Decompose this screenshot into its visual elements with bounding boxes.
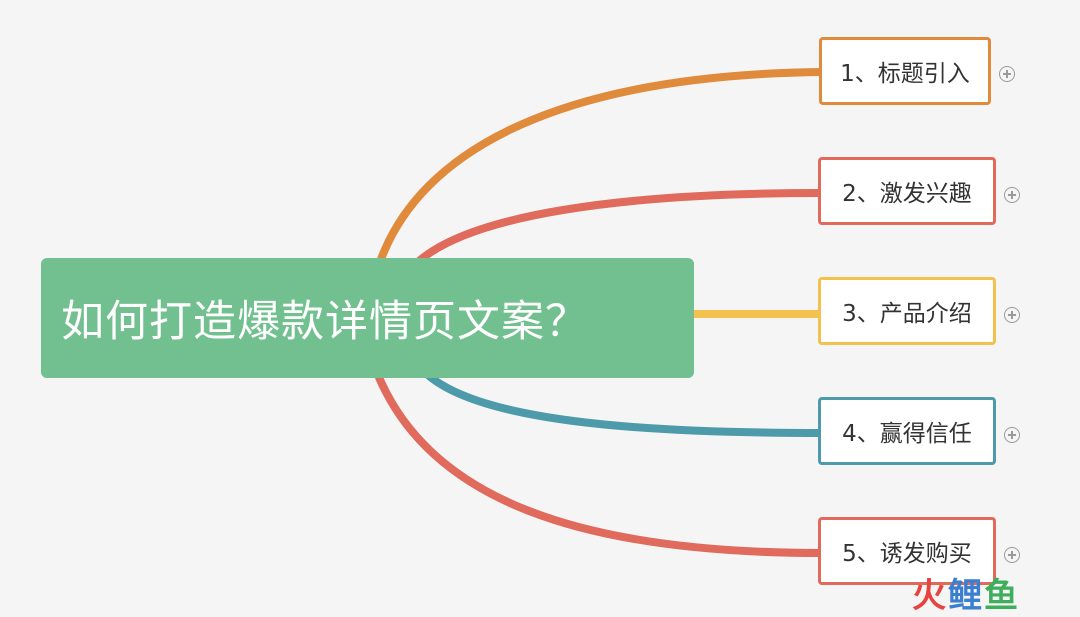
plus-circle-icon[interactable] — [1004, 187, 1020, 203]
branch-node-4[interactable]: 4、赢得信任 — [818, 397, 996, 465]
branch-node-1[interactable]: 1、标题引入 — [819, 37, 991, 105]
watermark-char: 鱼 — [984, 575, 1018, 616]
branch-node-3[interactable]: 3、产品介绍 — [818, 277, 996, 345]
plus-circle-icon[interactable] — [1004, 547, 1020, 563]
plus-circle-icon[interactable] — [1004, 427, 1020, 443]
connector-branch-5 — [374, 371, 826, 557]
branch-label: 4、赢得信任 — [842, 421, 972, 447]
branch-label: 3、产品介绍 — [842, 301, 972, 327]
branch-label: 5、诱发购买 — [842, 541, 972, 567]
watermark-logo: 火 鲤 鱼 — [912, 572, 1062, 616]
root-topic-label: 如何打造爆款详情页文案？ — [61, 297, 589, 347]
plus-circle-icon[interactable] — [999, 66, 1015, 82]
plus-circle-icon[interactable] — [1004, 307, 1020, 323]
watermark-char: 鲤 — [948, 575, 982, 616]
connector-branch-1 — [376, 68, 826, 266]
branch-label: 2、激发兴趣 — [842, 181, 972, 207]
root-topic[interactable]: 如何打造爆款详情页文案？ — [41, 258, 694, 378]
branch-label: 1、标题引入 — [840, 61, 970, 87]
connector-branch-2 — [414, 189, 826, 266]
branch-node-5[interactable]: 5、诱发购买 — [818, 517, 996, 585]
connector-branch-4 — [424, 371, 826, 437]
watermark-char: 火 — [912, 575, 946, 616]
branch-node-2[interactable]: 2、激发兴趣 — [818, 157, 996, 225]
